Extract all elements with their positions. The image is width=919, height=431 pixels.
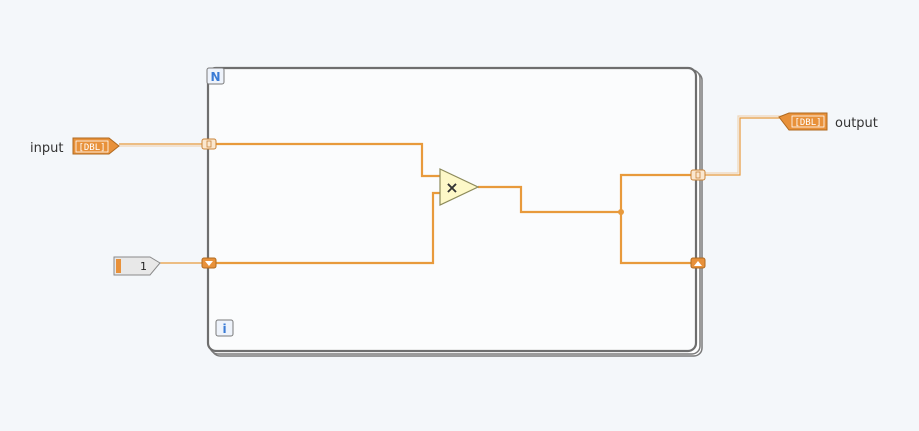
output-label: output [835,116,878,131]
shift-register-right[interactable] [690,257,706,269]
wire-input-to-multiply [215,142,440,178]
multiply-icon: × [445,178,458,197]
wire-to-output-tunnel [619,173,692,212]
input-tunnel[interactable] [201,138,217,150]
input-label: input [30,141,63,156]
shift-register-up-icon [694,261,702,266]
input-control[interactable]: [DBL] [72,137,120,155]
wires [119,115,783,265]
loop-count-terminal[interactable]: N [206,67,225,85]
svg-text:[DBL]: [DBL] [78,143,105,153]
svg-text:i: i [222,322,226,336]
wire-to-shift-register [619,212,692,265]
shift-register-down-icon [205,261,213,266]
output-indicator[interactable]: [DBL] [778,112,828,131]
svg-text:N: N [210,70,220,84]
multiply-node[interactable]: × [439,168,480,206]
numeric-constant[interactable]: 1 [113,256,161,276]
wire-output [704,117,783,176]
wire-shift-to-multiply [215,191,440,265]
shift-register-left[interactable] [201,257,217,269]
loop-iteration-terminal[interactable]: i [215,319,234,337]
output-tunnel[interactable] [690,169,706,181]
svg-text:[DBL]: [DBL] [794,118,821,128]
wire-junction-dot [618,209,624,215]
svg-text:1: 1 [140,260,147,273]
for-loop[interactable] [206,66,703,357]
wire-multiply-output [478,185,621,214]
